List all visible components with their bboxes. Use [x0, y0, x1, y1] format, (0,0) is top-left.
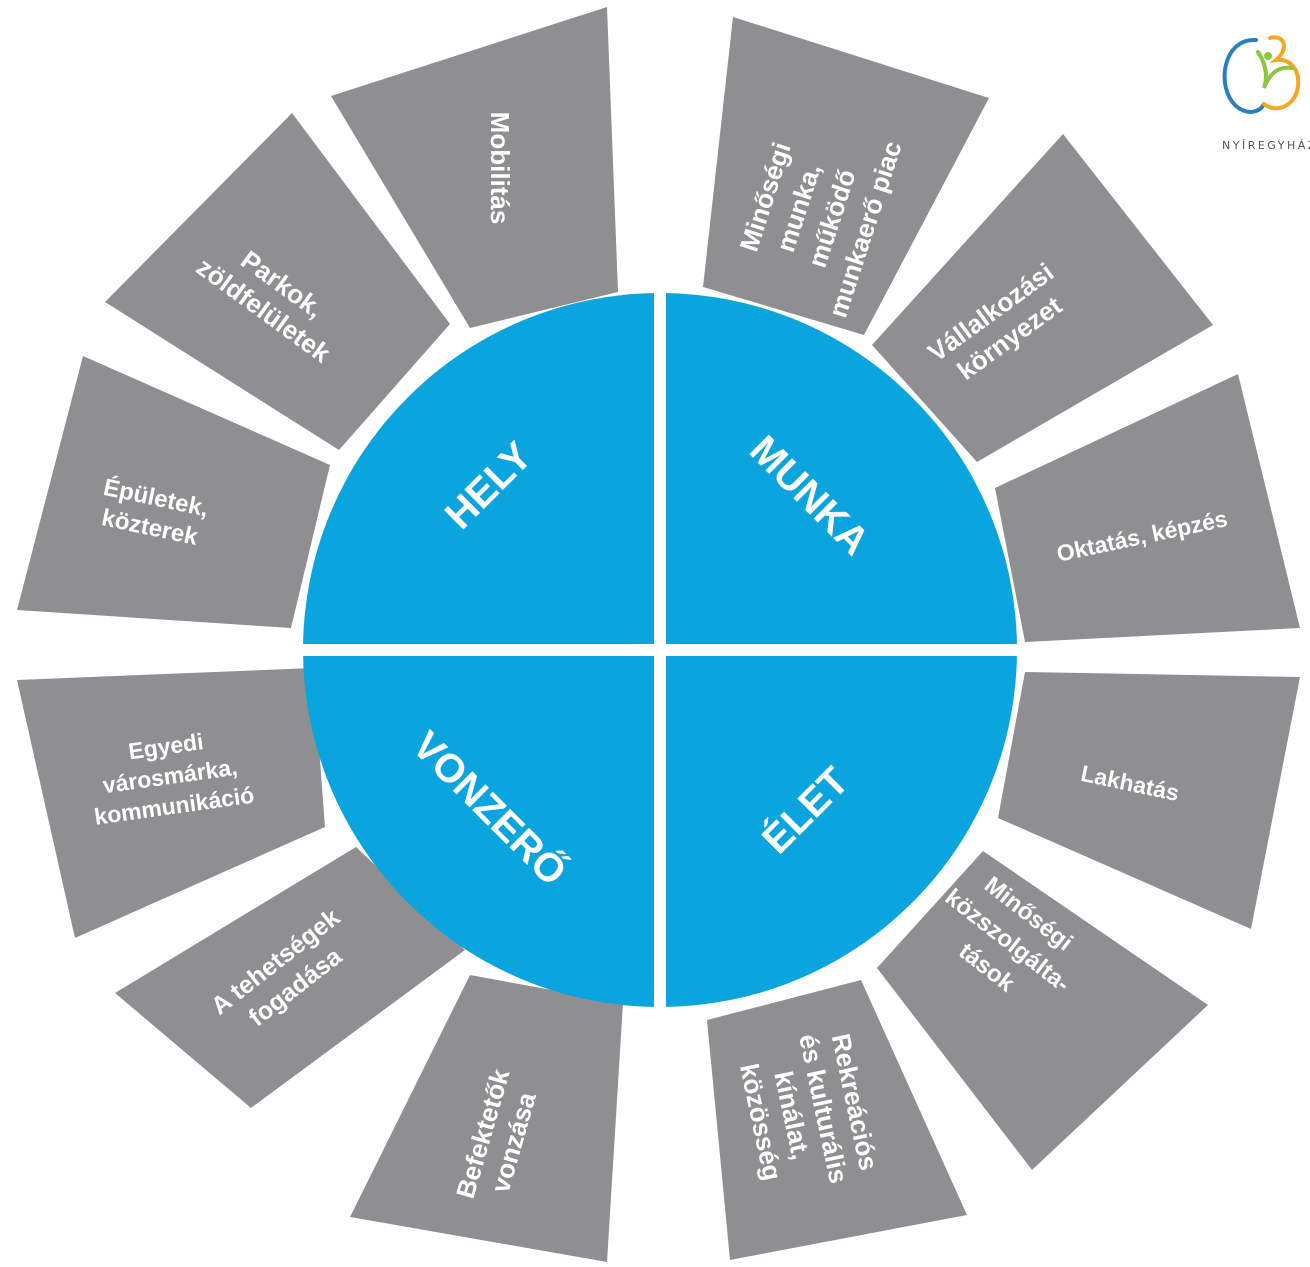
segment-oktatas-shape	[995, 374, 1300, 642]
segment-tehetsegek-shape	[115, 847, 465, 1108]
segment-lakhatas-shape	[998, 672, 1300, 929]
segment-epuletek-shape	[17, 356, 330, 628]
segment-tehetsegek: A tehetségekfogadása	[115, 847, 465, 1108]
segment-mobilitas-shape	[331, 7, 618, 328]
segment-rekreacios-shape	[707, 980, 967, 1260]
segment-mobilitas-line: Mobilitás	[485, 112, 515, 225]
segment-minosegi-munka-shape	[703, 17, 989, 335]
segment-kozszolgaltatasok: Minőségiközszolgálta-tások	[877, 851, 1208, 1170]
horizontal-divider	[301, 644, 1019, 656]
logo-text: NYÍREGYHÁZA	[1222, 139, 1310, 152]
segment-vallalkozasi: Vállalkozásikörnyezet	[872, 134, 1213, 462]
segment-parkok: Parkok,zöldfelületek	[105, 113, 450, 450]
segment-kozszolgaltatasok-shape	[877, 851, 1208, 1170]
segment-befektetok-shape	[350, 975, 623, 1262]
segment-rekreacios: Rekreációsés kulturáliskínálat,közösség	[707, 980, 967, 1260]
segment-epuletek: Épületek,közterek	[17, 356, 330, 628]
segment-mobilitas-label: Mobilitás	[485, 112, 515, 225]
segment-vallalkozasi-shape	[872, 134, 1213, 462]
logo: NYÍREGYHÁZA	[1222, 35, 1310, 152]
segment-oktatas: Oktatás, képzés	[995, 374, 1300, 642]
segment-befektetok: Befektetőkvonzása	[350, 975, 623, 1262]
segment-lakhatas: Lakhatás	[998, 672, 1300, 929]
segment-varosmarka: Egyedivárosmárka,kommunikáció	[17, 668, 325, 938]
butterfly-logo-icon	[1222, 35, 1301, 114]
segment-varosmarka-shape	[17, 668, 325, 938]
segment-parkok-shape	[105, 113, 450, 450]
segment-mobilitas: Mobilitás	[331, 7, 618, 328]
